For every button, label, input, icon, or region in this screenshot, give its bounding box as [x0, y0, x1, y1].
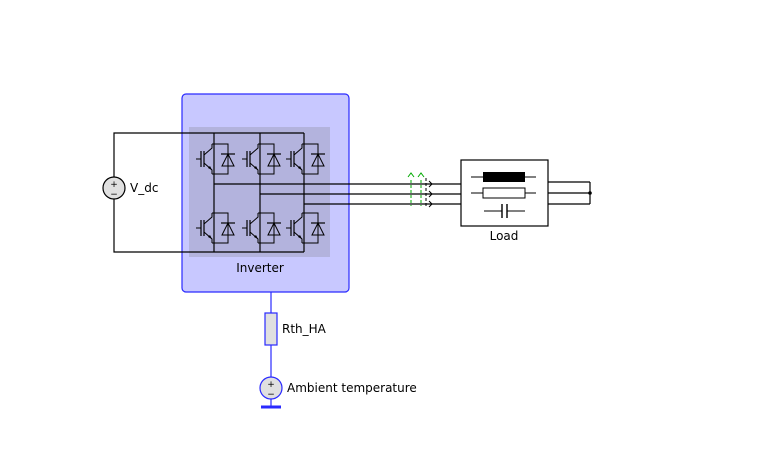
rth-label: Rth_HA: [282, 322, 327, 336]
svg-text:−: −: [267, 390, 275, 400]
probe-arrow-icon: [407, 172, 433, 208]
resistor-icon: [482, 187, 526, 199]
temperature-source-icon[interactable]: + −: [259, 376, 283, 400]
dc-bus-wiring: [113, 132, 305, 253]
neutral-node: [588, 191, 592, 195]
dc-voltage-source-icon[interactable]: + −: [102, 176, 126, 200]
vdc-label: V_dc: [130, 181, 158, 195]
inductor-icon: [483, 172, 525, 182]
ambient-label: Ambient temperature: [287, 381, 417, 395]
svg-text:+: +: [110, 180, 118, 190]
svg-text:−: −: [110, 190, 118, 200]
inverter-label: Inverter: [236, 261, 284, 275]
load-label: Load: [490, 229, 519, 243]
svg-text:+: +: [267, 380, 275, 390]
load-block[interactable]: [460, 159, 549, 227]
thermal-resistor-icon[interactable]: [264, 312, 278, 346]
